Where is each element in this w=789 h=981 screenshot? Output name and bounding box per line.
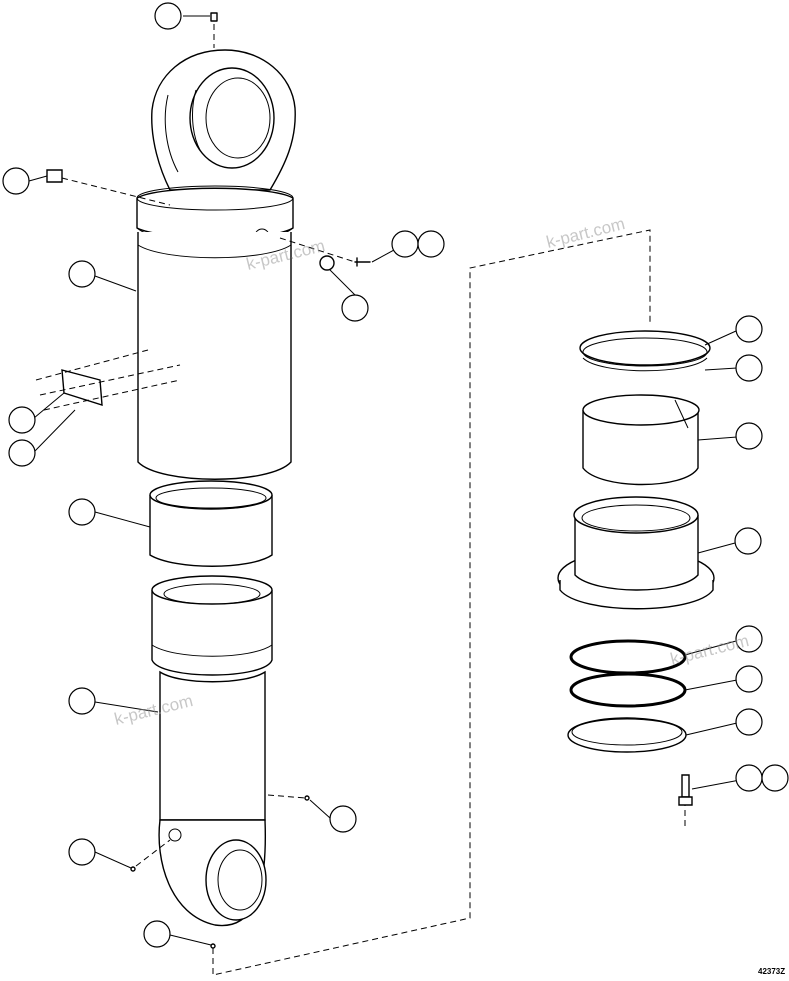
callout-bubble (417, 230, 445, 258)
gland-flange (557, 496, 715, 610)
cylinder-barrel (136, 49, 296, 480)
watermark-text: k-part.com (668, 631, 751, 669)
callout-bubble (329, 805, 357, 833)
plug-fitting (46, 169, 171, 206)
piston-rod-assembly (151, 575, 273, 927)
callout-bubble (735, 764, 763, 792)
callout-bubble (391, 230, 419, 258)
bearing-sleeve (149, 480, 273, 567)
callout-bubble (68, 838, 96, 866)
watermark-text: k-part.com (544, 214, 627, 252)
grease-fitting-top (210, 12, 218, 22)
callout-bubble (761, 764, 789, 792)
seal-ring-1 (569, 639, 687, 675)
wiper-ring (567, 717, 687, 753)
callout-bubble (2, 167, 30, 195)
guide-sleeve (582, 394, 700, 486)
assembly-path-line (212, 229, 651, 976)
callout-bubble (154, 2, 182, 30)
callout-bubble (68, 498, 96, 526)
figure-code: 42373Z (758, 967, 785, 976)
retaining-ring (579, 330, 711, 372)
grease-fitting-rod (267, 794, 306, 799)
grease-fitting-rod-nipple (304, 795, 310, 801)
callout-bubble (735, 625, 763, 653)
callout-bubble (68, 260, 96, 288)
callout-bubble (735, 422, 763, 450)
callout-bubble (735, 354, 763, 382)
cap-screw (678, 774, 693, 806)
callout-bubble (734, 527, 762, 555)
callout-bubble (341, 294, 369, 322)
callout-bubble (143, 920, 171, 948)
callout-bubble (68, 687, 96, 715)
dashed-link-lower (135, 839, 171, 867)
port-fitting (279, 237, 371, 271)
callout-bubble (735, 315, 763, 343)
callout-bubble (735, 708, 763, 736)
identification-plate (35, 349, 181, 411)
seal-ring-2 (569, 672, 687, 708)
grease-fitting-bottom (210, 943, 216, 949)
callout-bubble (735, 665, 763, 693)
grease-fitting-lower (130, 866, 136, 872)
callout-bubble (8, 406, 36, 434)
callout-bubble (8, 439, 36, 467)
